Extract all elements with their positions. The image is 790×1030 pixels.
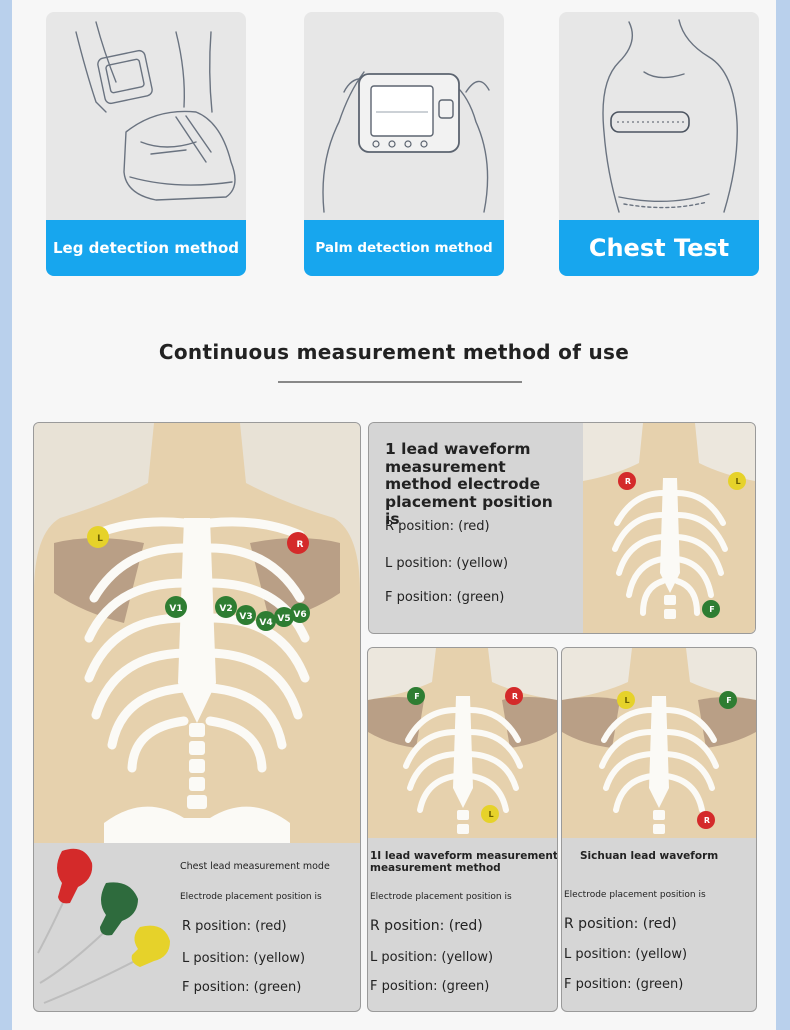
sichuan-lead-skeleton-illustration: L F R (562, 648, 756, 838)
palm-illustration (322, 71, 490, 213)
two-lead-r-marker: R (512, 692, 518, 701)
two-lead-heading-cont: measurement method (370, 862, 501, 874)
two-lead-skeleton-illustration: F R L (368, 648, 557, 838)
sichuan-f-marker: F (726, 696, 731, 705)
two-lead-l-position: L position: (yellow) (370, 950, 494, 965)
chest-lead-r-position: R position: (red) (182, 919, 287, 934)
sichuan-lead-f-position: F position: (green) (564, 977, 684, 992)
v5-marker: V5 (277, 614, 290, 624)
leg-method-card: Leg detection method (46, 12, 246, 276)
chest-lead-subheading: Electrode placement position is (180, 892, 322, 902)
two-lead-heading: 1I lead waveform measurement method (370, 850, 558, 862)
chest-lead-heading: Chest lead measurement mode (180, 861, 330, 872)
v6-marker: V6 (293, 610, 306, 620)
v2-marker: V2 (219, 604, 232, 614)
one-lead-l-position: L position: (yellow) (385, 556, 509, 571)
one-lead-heading: 1 lead waveform measurement method elect… (385, 440, 553, 528)
sichuan-lead-heading: Sichuan lead waveform (580, 850, 719, 862)
chest-lead-l-position: L position: (yellow) (182, 951, 306, 966)
sichuan-lead-panel: L F R Sichuan lead waveform Electrode pl… (561, 647, 757, 1012)
chest-method-card: Chest Test (559, 12, 759, 276)
chest-lead-skeleton-illustration: L R V1 V2 V3 V4 V5 V6 (34, 423, 360, 843)
two-lead-panel: F R L 1I lead waveform measurement metho… (367, 647, 558, 1012)
electrode-snap-cables-illustration (37, 848, 170, 1004)
palm-method-label: Palm detection method (304, 220, 504, 276)
v4-marker: V4 (259, 618, 272, 628)
sichuan-lead-subheading: Electrode placement position is (564, 890, 706, 900)
leg-illustration (75, 21, 236, 201)
chest-method-label: Chest Test (559, 220, 759, 276)
title-divider (278, 381, 522, 383)
leg-method-label: Leg detection method (46, 220, 246, 276)
one-lead-skeleton-illustration: R L F (583, 423, 755, 633)
two-lead-r-position: R position: (red) (370, 918, 483, 934)
one-lead-panel: R L F 1 lead waveform measurement method… (368, 422, 756, 634)
palm-method-card: Palm detection method (304, 12, 504, 276)
sichuan-l-marker: L (624, 696, 629, 705)
two-lead-f-marker: F (414, 692, 419, 701)
one-lead-r-marker: R (625, 477, 631, 486)
two-lead-l-marker: L (488, 810, 493, 819)
chest-panel-l-marker: L (97, 534, 103, 544)
one-lead-l-marker: L (735, 477, 740, 486)
chest-lead-f-position: F position: (green) (182, 980, 302, 995)
sichuan-r-marker: R (704, 816, 710, 825)
chest-panel-r-marker: R (297, 540, 304, 550)
section-title: Continuous measurement method of use (158, 340, 630, 364)
product-page: Leg detection method Palm detection meth… (12, 0, 776, 1030)
sichuan-lead-r-position: R position: (red) (564, 916, 677, 932)
two-lead-f-position: F position: (green) (370, 979, 490, 994)
one-lead-f-marker: F (709, 605, 714, 614)
one-lead-f-position: F position: (green) (385, 590, 505, 605)
two-lead-subheading: Electrode placement position is (370, 892, 512, 902)
chest-lead-panel: L R V1 V2 V3 V4 V5 V6 (33, 422, 361, 1012)
v1-marker: V1 (169, 604, 182, 614)
one-lead-r-position: R position: (red) (385, 519, 490, 534)
chest-illustration (602, 19, 738, 213)
v3-marker: V3 (239, 612, 252, 622)
sichuan-lead-l-position: L position: (yellow) (564, 947, 688, 962)
